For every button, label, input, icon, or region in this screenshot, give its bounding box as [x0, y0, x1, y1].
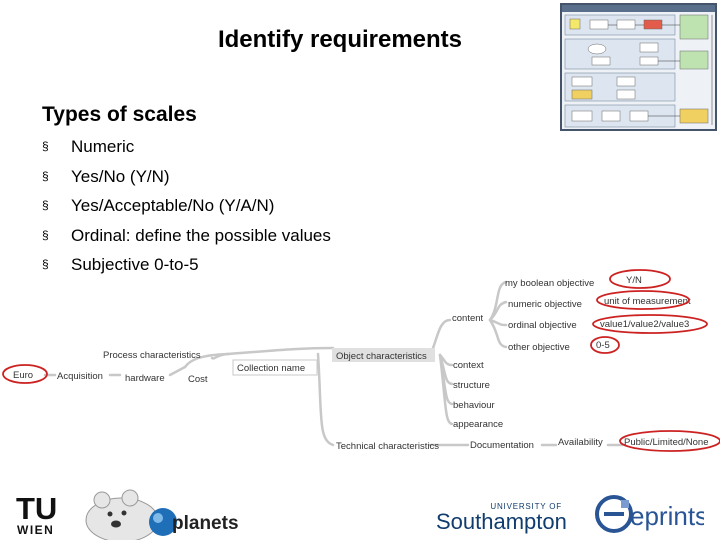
- mm-object-characteristics: Object characteristics: [336, 351, 427, 362]
- svg-text:TU: TU: [16, 491, 57, 526]
- highlight-ring: [2, 364, 48, 384]
- mm-content: content: [452, 313, 484, 324]
- mm-ordinal-objective: ordinal objective: [508, 320, 577, 331]
- list-item: § Yes/Acceptable/No (Y/A/N): [42, 194, 331, 224]
- svg-text:eprints: eprints: [630, 501, 704, 531]
- mm-appearance: appearance: [453, 419, 503, 430]
- bullet-text: Numeric: [71, 137, 135, 156]
- highlight-ring: [592, 314, 708, 334]
- mm-technical-characteristics: Technical characteristics: [336, 441, 439, 452]
- tu-wien-logo: TU WIEN: [14, 490, 68, 536]
- mm-value-unit: unit of measurement: [604, 296, 691, 307]
- bullet-text: Ordinal: define the possible values: [71, 225, 331, 245]
- highlight-ring: [609, 269, 671, 289]
- footer-logos: TU WIEN planets UNIVERSITY OF Southampto…: [0, 478, 720, 540]
- planets-logo: planets: [85, 489, 239, 540]
- list-item: § Yes/No (Y/N): [42, 165, 331, 195]
- bullet-text: Yes/Acceptable/No (Y/A/N): [71, 196, 275, 215]
- mm-behaviour: behaviour: [453, 400, 495, 411]
- mm-cost: Cost: [188, 374, 208, 385]
- slide-subtitle: Types of scales: [42, 103, 197, 126]
- mm-availability: Availability: [558, 437, 603, 448]
- mm-numeric-objective: numeric objective: [508, 299, 582, 310]
- mm-availability-value: Public/Limited/None: [624, 437, 709, 448]
- process-diagram-thumbnail: [560, 3, 717, 131]
- highlight-ring: [596, 290, 690, 310]
- mm-other-objective: other objective: [508, 342, 570, 353]
- mm-collection-name: Collection name: [237, 363, 305, 374]
- scale-types-list: § Numeric § Yes/No (Y/N) § Yes/Acceptable/N…: [42, 135, 331, 283]
- mm-acquisition: Acquisition: [57, 371, 103, 382]
- mm-documentation: Documentation: [470, 440, 534, 451]
- list-item: § Numeric: [42, 135, 331, 165]
- svg-text:WIEN: WIEN: [17, 523, 54, 536]
- bullet-icon: §: [42, 227, 49, 242]
- list-item: § Subjective 0-to-5: [42, 253, 331, 283]
- mm-structure: structure: [453, 380, 490, 391]
- bullet-icon: §: [42, 257, 49, 271]
- bullet-text: Yes/No (Y/N): [71, 166, 170, 186]
- bullet-icon: §: [42, 168, 49, 183]
- slide-title: Identify requirements: [217, 26, 463, 53]
- southampton-logo: UNIVERSITY OF Southampton: [436, 502, 567, 534]
- mm-process-characteristics: Process characteristics: [103, 350, 201, 361]
- mm-hardware: hardware: [125, 373, 165, 384]
- mm-value-ordinal: value1/value2/value3: [600, 319, 689, 330]
- mm-context: context: [453, 360, 484, 371]
- bullet-text: Subjective 0-to-5: [71, 255, 199, 274]
- mm-value-subjective: 0-5: [596, 340, 610, 351]
- objective-tree-mindmap: my boolean objective numeric objective o…: [2, 269, 720, 452]
- mm-boolean-objective: my boolean objective: [505, 278, 594, 289]
- mm-euro: Euro: [13, 370, 33, 381]
- list-item: § Ordinal: define the possible values: [42, 224, 331, 254]
- svg-text:planets: planets: [172, 513, 239, 534]
- highlight-ring: [590, 336, 620, 354]
- eprints-logo: eprints: [595, 495, 704, 533]
- bullet-icon: §: [42, 139, 49, 153]
- bullet-icon: §: [42, 198, 49, 212]
- mm-value-yn: Y/N: [626, 275, 642, 286]
- highlight-ring: [619, 430, 720, 452]
